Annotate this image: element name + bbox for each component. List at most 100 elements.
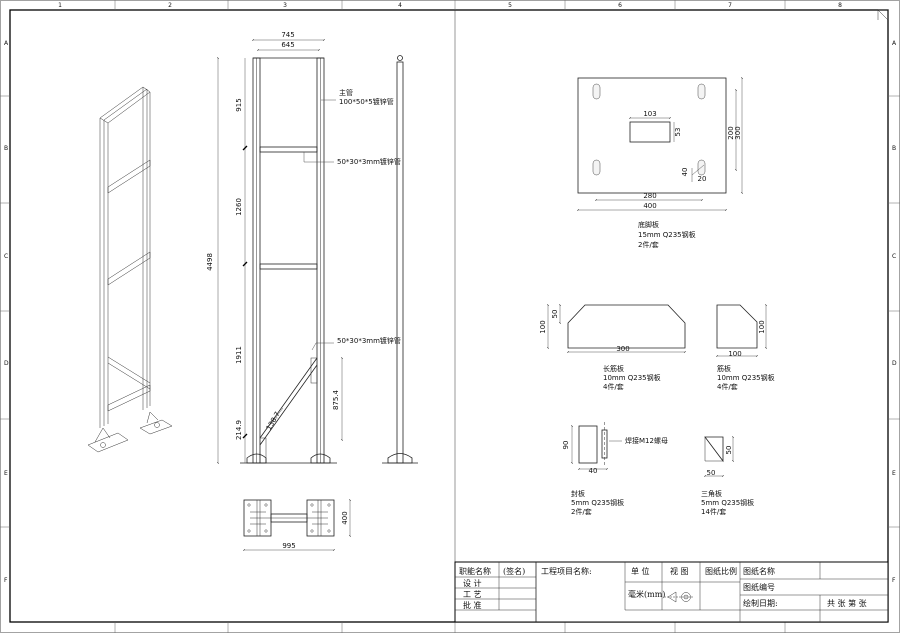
tb-approve-label: 批 准 (463, 600, 482, 610)
zone-number: 6 (618, 2, 622, 9)
dim-base-outer-width: 400 (643, 202, 656, 210)
base-plate-detail: 103 53 200 300 40 20 280 400 底脚板 15mm Q2… (577, 77, 743, 249)
callout-cross-pipe-2: 50*30*3mm镀锌管 (337, 336, 401, 345)
zone-number: 5 (508, 2, 512, 9)
cap-plate-qty: 2件/套 (571, 507, 592, 516)
zone-letter: B (892, 145, 896, 152)
rib-detail: 100 100 筋板 10mm Q235钢板 4件/套 (716, 304, 775, 391)
zone-letter: A (4, 40, 9, 47)
corner-mark (877, 9, 889, 21)
dim-long-rib-height: 100 (539, 320, 547, 333)
tb-role-header: 职能名称 (459, 566, 491, 576)
dim-seg-1: 915 (235, 98, 243, 111)
triangle-qty: 14件/套 (701, 507, 726, 516)
front-elevation: 745 645 4498 915 1260 1911 214.9 875.4 1… (206, 31, 401, 464)
tb-unit-label: 单 位 (631, 566, 650, 576)
zone-number: 2 (168, 2, 172, 9)
dim-base-offset: 214.9 (235, 420, 243, 440)
cap-plate-note: 焊接M12螺母 (625, 436, 668, 445)
dim-plan-width: 995 (282, 542, 295, 550)
long-rib-spec: 10mm Q235钢板 (603, 373, 661, 382)
isometric-view (87, 86, 173, 453)
dim-top-outer: 745 (281, 31, 294, 39)
tb-drawing-no-label: 图纸编号 (743, 582, 775, 592)
zone-letter: C (892, 253, 896, 260)
tb-scale-label: 图纸比例 (705, 566, 737, 576)
dim-cap-plate-width: 40 (589, 467, 598, 475)
tb-project-label: 工程项目名称: (541, 566, 592, 576)
dim-top-inner: 645 (281, 41, 294, 49)
dim-cap-plate-height: 90 (562, 441, 570, 450)
base-plate-name: 底脚板 (638, 220, 659, 229)
cap-plate-detail: 焊接M12螺母 90 40 封板 5mm Q235钢板 2件/套 (562, 422, 668, 516)
zone-letter: D (4, 360, 9, 367)
dim-brace-height: 875.4 (332, 389, 340, 410)
title-block: 职能名称 设 计 工 艺 批 准 (签名) 工程项目名称: 单 位 毫米(mm)… (454, 561, 889, 623)
tb-process-label: 工 艺 (463, 590, 482, 599)
dim-plan-depth: 400 (341, 511, 349, 524)
inner-border (9, 9, 889, 623)
zone-number: 8 (838, 2, 842, 9)
zone-letter: E (892, 470, 896, 477)
zone-letter: E (4, 470, 8, 477)
dim-seg-3: 1911 (235, 346, 243, 364)
tb-drawing-name-label: 图纸名称 (743, 566, 775, 576)
triangle-spec: 5mm Q235钢板 (701, 498, 754, 507)
tb-unit-value: 毫米(mm) (628, 589, 665, 599)
dim-triangle-width: 50 (707, 469, 716, 477)
dim-base-corner-1: 40 (681, 168, 689, 177)
long-rib-detail: 100 50 300 长筋板 10mm Q235钢板 4件/套 (539, 304, 686, 391)
rib-qty: 4件/套 (717, 382, 738, 391)
dim-base-inner-width: 280 (643, 192, 656, 200)
zone-number: 1 (58, 2, 62, 9)
dim-hole-width: 103 (643, 110, 656, 118)
dim-base-right-2: 300 (734, 126, 742, 139)
dim-triangle-height: 50 (725, 446, 733, 455)
tb-view-label: 视 图 (670, 566, 689, 576)
zone-letter: F (4, 577, 8, 584)
zone-letter: B (4, 145, 8, 152)
tb-date-label: 绘制日期: (743, 598, 778, 608)
dim-base-corner-2: 20 (698, 175, 707, 183)
dim-total-height: 4498 (206, 253, 214, 271)
dim-long-rib-width: 300 (616, 345, 629, 353)
zone-labels: 1 2 3 4 5 6 7 8 A B C D E F A B C D E F (4, 2, 897, 584)
dim-seg-2: 1260 (235, 198, 243, 216)
long-rib-qty: 4件/套 (603, 382, 624, 391)
dim-rib-height: 100 (758, 320, 766, 333)
triangle-name: 三角板 (701, 489, 722, 498)
plan-view: 995 400 (243, 499, 351, 551)
zone-letter: F (892, 577, 896, 584)
cap-plate-name: 封板 (571, 489, 585, 498)
callout-cross-pipe-1: 50*30*3mm镀锌管 (337, 157, 401, 166)
zone-number: 3 (283, 2, 287, 9)
cap-plate-spec: 5mm Q235钢板 (571, 498, 624, 507)
zone-number: 4 (398, 2, 402, 9)
zone-letter: C (4, 253, 8, 260)
zone-letter: A (892, 40, 897, 47)
projection-symbol-icon (664, 591, 694, 603)
callout-main-pipe-spec: 100*50*5镀锌管 (339, 97, 394, 106)
zone-number: 7 (728, 2, 732, 9)
rib-name: 筋板 (717, 364, 731, 373)
tb-pages-label: 共 张 第 张 (827, 598, 867, 608)
rib-spec: 10mm Q235钢板 (717, 373, 775, 382)
base-plate-spec: 15mm Q235钢板 (638, 230, 696, 239)
callout-main-pipe: 主管 (339, 88, 353, 97)
dim-base-right-1: 200 (727, 126, 735, 139)
zone-letter: D (892, 360, 897, 367)
dim-hole-height: 53 (674, 128, 682, 137)
tb-design-label: 设 计 (463, 578, 482, 588)
dim-rib-width: 100 (728, 350, 741, 358)
dim-brace-len: 138.7 (265, 410, 282, 431)
long-rib-name: 长筋板 (603, 364, 624, 373)
tb-signature-label: (签名) (503, 566, 525, 576)
base-plate-qty: 2件/套 (638, 240, 659, 249)
side-elevation (382, 55, 418, 464)
triangle-plate-detail: 50 50 三角板 5mm Q235钢板 14件/套 (701, 436, 754, 516)
dim-long-rib-chamfer: 50 (551, 310, 559, 319)
